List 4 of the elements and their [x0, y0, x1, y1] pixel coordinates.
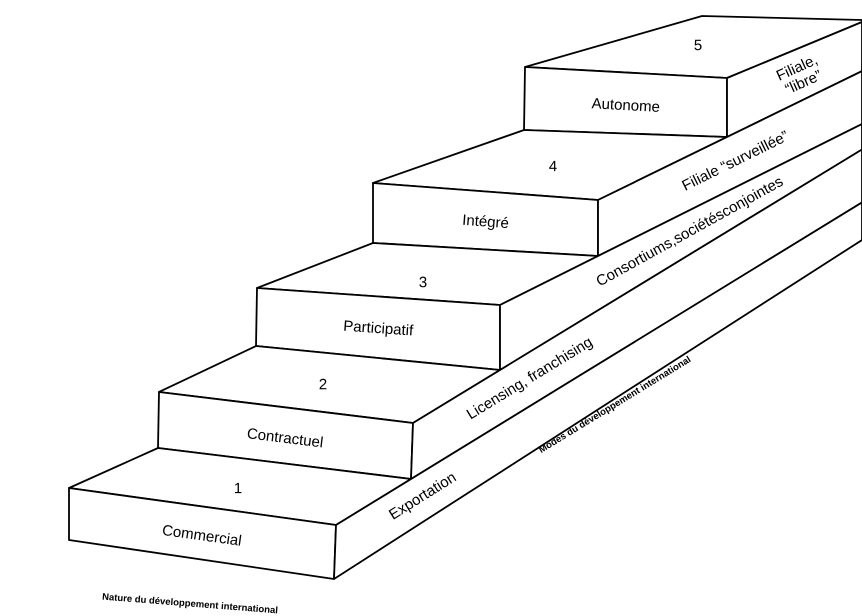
step-front: Contractuel [157, 391, 414, 480]
axis-title: Nature du développement international [102, 593, 278, 614]
step-front: Intégré [372, 182, 599, 257]
step-front: Participatif [255, 287, 501, 371]
